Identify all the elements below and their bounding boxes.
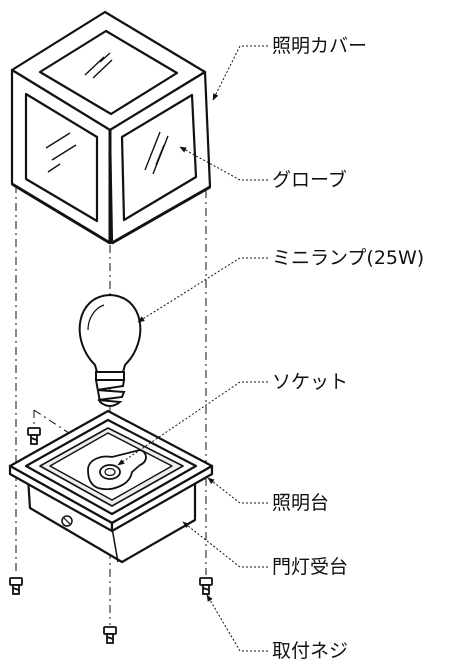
screw-left	[9, 577, 23, 595]
lighting-cover	[10, 10, 212, 245]
leader-lines	[117, 45, 268, 652]
screw-right	[199, 577, 213, 595]
socket	[87, 449, 147, 490]
mini-lamp	[78, 293, 142, 407]
label-lighting-cover: 照明カバー	[272, 35, 368, 57]
screw-center	[103, 626, 117, 644]
label-gate-light-base: 門灯受台	[272, 556, 349, 578]
label-socket: ソケット	[272, 371, 349, 393]
label-mini-lamp: ミニランプ(25W)	[272, 247, 425, 269]
mounting-screws	[9, 427, 213, 644]
lighting-base	[8, 409, 214, 564]
label-mounting-screws: 取付ネジ	[272, 640, 349, 662]
label-globe: グローブ	[272, 169, 347, 191]
screw-upper-left	[27, 427, 41, 445]
label-lighting-base: 照明台	[272, 492, 330, 514]
